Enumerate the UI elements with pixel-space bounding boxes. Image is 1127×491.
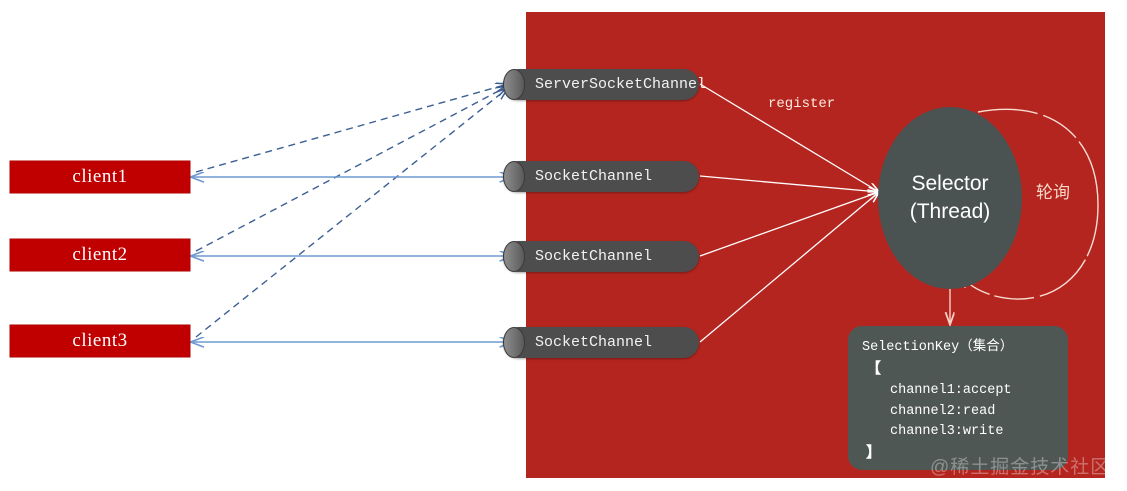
- dashed-link-client3-ssc: [195, 88, 508, 338]
- selection-key-entry-1: channel1:accept: [890, 383, 1012, 399]
- polling-loop-arrow: [962, 108, 1099, 300]
- selection-key-close-brace: 】: [866, 444, 882, 462]
- register-link-sc1: [699, 175, 879, 192]
- client-label: client1: [72, 166, 128, 187]
- selection-key-entry-3: channel3:write: [890, 424, 1004, 440]
- channel-label: SocketChannel: [535, 334, 653, 351]
- selection-key-box[interactable]: SelectionKey（集合） 【 channel1:accept chann…: [848, 326, 1068, 470]
- selector-subtitle: (Thread): [909, 200, 991, 223]
- channel-label: ServerSocketChannel: [535, 76, 707, 93]
- client-box-2[interactable]: client2: [10, 239, 190, 271]
- selector-title: Selector: [911, 172, 989, 196]
- client-to-socketchannel-links: [192, 177, 513, 342]
- register-link-sc2: [699, 192, 879, 257]
- watermark: @稀土掘金技术社区: [930, 457, 1111, 478]
- dashed-link-client1-ssc: [195, 84, 508, 173]
- selection-key-entry-2: channel2:read: [890, 403, 996, 419]
- socket-channel-box-1[interactable]: SocketChannel: [503, 161, 699, 192]
- client-label: client3: [72, 330, 128, 351]
- register-link-sc3: [699, 192, 879, 343]
- register-label: register: [768, 96, 836, 112]
- server-socket-channel-box[interactable]: ServerSocketChannel: [503, 69, 706, 100]
- channel-label: SocketChannel: [535, 248, 653, 265]
- client-box-3[interactable]: client3: [10, 325, 190, 357]
- client-box-1[interactable]: client1: [10, 161, 190, 193]
- register-link-ssc: [699, 83, 879, 192]
- channel-label: SocketChannel: [535, 168, 653, 185]
- dashed-link-client2-ssc: [195, 86, 508, 252]
- socket-channel-box-2[interactable]: SocketChannel: [503, 241, 699, 272]
- selection-key-title: SelectionKey（集合）: [862, 340, 1014, 355]
- socket-channel-box-3[interactable]: SocketChannel: [503, 327, 699, 358]
- client-label: client2: [72, 244, 128, 265]
- client-to-serversocketchannel-links: [195, 84, 508, 338]
- channel-to-selector-links: [699, 83, 879, 343]
- polling-label: 轮询: [1036, 183, 1070, 202]
- selection-key-open-brace: 【: [866, 360, 882, 378]
- selector-node[interactable]: Selector (Thread): [878, 107, 1022, 289]
